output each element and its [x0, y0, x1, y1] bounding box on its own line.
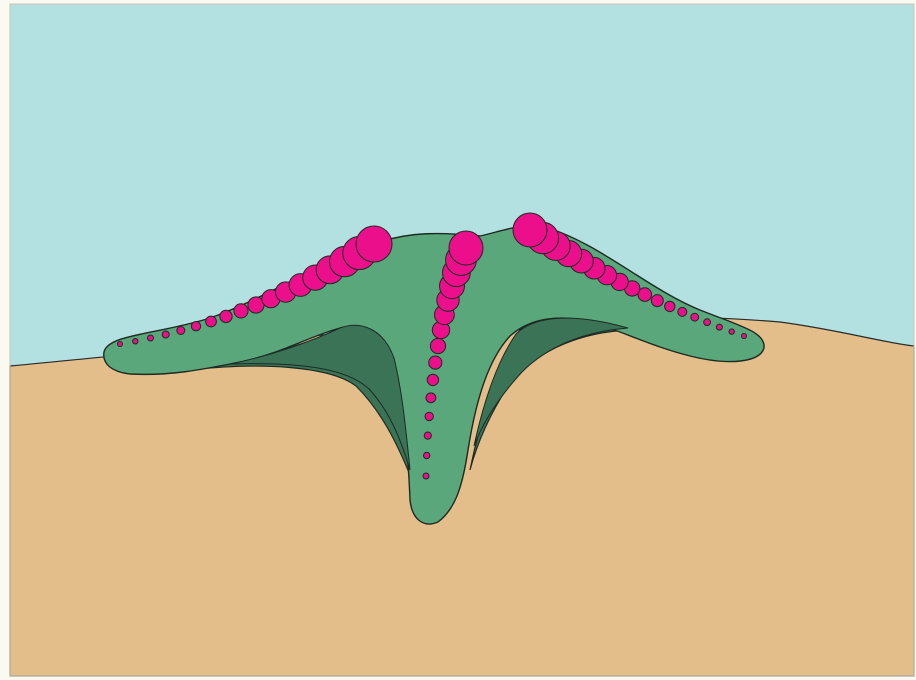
tube-foot — [424, 452, 430, 458]
tube-foot — [118, 342, 123, 347]
tube-foot — [162, 331, 169, 338]
tube-foot — [148, 335, 154, 341]
tube-foot — [424, 432, 431, 439]
tube-foot — [449, 231, 483, 265]
tube-foot — [429, 356, 442, 369]
tube-foot — [133, 339, 138, 344]
tube-foot — [678, 307, 687, 316]
tube-foot — [665, 301, 675, 311]
tube-foot — [191, 322, 200, 331]
tube-foot — [427, 374, 438, 385]
tube-foot — [206, 316, 217, 327]
tube-foot — [513, 213, 547, 247]
tube-foot — [425, 412, 433, 420]
tube-foot — [220, 310, 232, 322]
tube-foot — [356, 226, 392, 262]
tube-foot — [426, 393, 436, 403]
tube-foot — [691, 313, 699, 321]
tube-foot — [651, 295, 663, 307]
tube-foot — [716, 324, 722, 330]
tube-foot — [742, 334, 747, 339]
tube-foot — [729, 329, 734, 334]
tube-foot — [704, 319, 711, 326]
tube-foot — [234, 304, 248, 318]
tube-foot — [430, 338, 445, 353]
tube-foot — [177, 327, 185, 335]
tube-foot — [423, 473, 429, 479]
